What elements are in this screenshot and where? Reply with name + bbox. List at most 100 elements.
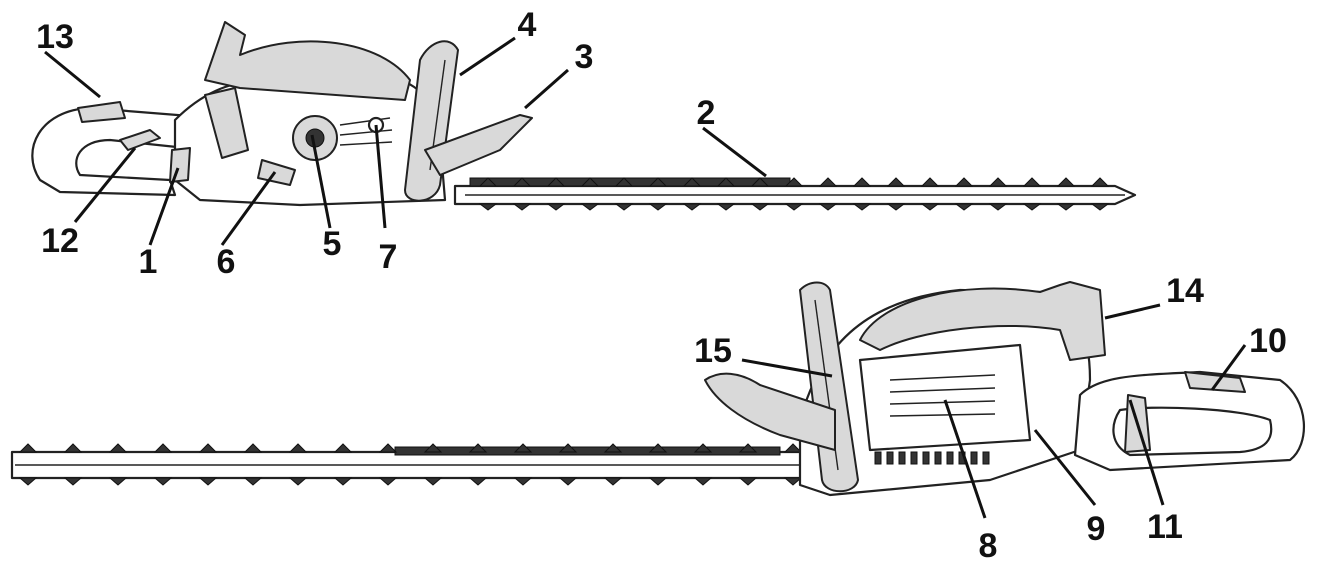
blade-tooth xyxy=(1022,203,1042,211)
blade-tooth xyxy=(198,477,218,486)
blade-tooth xyxy=(614,177,634,187)
blade-tooth xyxy=(784,177,804,187)
blade-tooth xyxy=(333,443,353,453)
callout-11: 11 xyxy=(1147,508,1183,546)
callout-6: 6 xyxy=(217,243,236,281)
callout-3: 3 xyxy=(575,38,594,76)
vent-slot xyxy=(874,451,882,465)
blade-tooth xyxy=(682,203,702,211)
blade-tooth xyxy=(546,177,566,187)
blade-tooth xyxy=(852,177,872,187)
blade-tooth xyxy=(558,477,578,486)
vent-slot xyxy=(934,451,942,465)
blade-tooth xyxy=(648,443,668,453)
callout-9: 9 xyxy=(1087,510,1106,548)
vent-slot xyxy=(946,451,954,465)
blade-tooth xyxy=(988,177,1008,187)
side-panel-bottom xyxy=(858,343,1032,452)
callout-12: 12 xyxy=(41,222,79,260)
vent-slot xyxy=(886,451,894,465)
blade-tooth xyxy=(648,477,668,486)
blade-tooth xyxy=(693,477,713,486)
blade-tooth xyxy=(783,477,803,486)
blade-tooth xyxy=(378,477,398,486)
callout-7: 7 xyxy=(379,238,398,276)
blade-tooth xyxy=(716,203,736,211)
blade-tooth xyxy=(198,443,218,453)
hand-guard-bottom xyxy=(799,281,859,493)
blade-tooth xyxy=(243,443,263,453)
blade-tooth xyxy=(693,443,713,453)
blade-bottom xyxy=(10,443,832,486)
blade-tooth xyxy=(153,443,173,453)
blade-tooth xyxy=(333,477,353,486)
blade-tooth xyxy=(954,203,974,211)
callout-13: 13 xyxy=(36,18,74,56)
blade-tooth xyxy=(1056,177,1076,187)
blade-tooth xyxy=(378,443,398,453)
blade-tooth xyxy=(818,203,838,211)
top-cover-top xyxy=(204,21,411,101)
blade-tooth xyxy=(988,203,1008,211)
blade-tooth xyxy=(603,477,623,486)
callout-8: 8 xyxy=(979,527,998,565)
blade-tooth xyxy=(423,443,443,453)
front-handle-top xyxy=(424,114,533,176)
blade-tooth xyxy=(63,477,83,486)
blade-tooth xyxy=(750,203,770,211)
blade-tooth xyxy=(580,177,600,187)
blade-tooth xyxy=(648,177,668,187)
blade-tooth xyxy=(108,443,128,453)
callout-labels: 1 2 3 4 5 6 7 8 9 10 11 12 13 14 15 xyxy=(36,6,1287,565)
trimmer-view-top xyxy=(31,21,1137,211)
blade-tooth xyxy=(423,477,443,486)
blade-tooth xyxy=(750,177,770,187)
blade-tooth xyxy=(288,443,308,453)
blade-top xyxy=(453,177,1137,211)
callout-5: 5 xyxy=(323,225,342,263)
blade-tooth xyxy=(558,443,578,453)
blade-tooth xyxy=(478,203,498,211)
blade-tooth xyxy=(920,203,940,211)
callout-1: 1 xyxy=(139,243,158,281)
blade-tooth xyxy=(614,203,634,211)
callout-14: 14 xyxy=(1166,272,1204,310)
vent-slot xyxy=(922,451,930,465)
blade-tooth xyxy=(1022,177,1042,187)
blade-tooth xyxy=(243,477,263,486)
front-handle-bottom xyxy=(704,372,836,451)
callout-4: 4 xyxy=(518,6,537,44)
blade-tooth xyxy=(468,443,488,453)
leader-lines xyxy=(44,36,1247,519)
blade-tooth xyxy=(648,203,668,211)
blade-tooth xyxy=(738,443,758,453)
top-cover-bottom xyxy=(859,281,1106,361)
trimmer-view-bottom xyxy=(10,281,1306,497)
blade-tooth xyxy=(513,443,533,453)
callout-2: 2 xyxy=(697,94,716,132)
blade-tooth xyxy=(1090,177,1110,187)
blade-tooth xyxy=(513,477,533,486)
callout-15: 15 xyxy=(694,332,732,370)
blade-tooth xyxy=(886,177,906,187)
blade-tooth xyxy=(1056,203,1076,211)
blade-tooth xyxy=(852,203,872,211)
vent-slot xyxy=(982,451,990,465)
blade-tooth xyxy=(682,177,702,187)
blade-tooth xyxy=(18,443,38,453)
blade-tooth xyxy=(108,477,128,486)
vent-slot xyxy=(910,451,918,465)
blade-tooth xyxy=(478,177,498,187)
blade-tooth xyxy=(512,203,532,211)
blade-tooth xyxy=(954,177,974,187)
vent-slots-bottom xyxy=(889,374,996,417)
blade-tooth xyxy=(603,443,623,453)
blade-tooth xyxy=(18,477,38,486)
blade-tooth xyxy=(784,203,804,211)
blade-tooth xyxy=(738,477,758,486)
blade-tooth xyxy=(153,477,173,486)
blade-tooth xyxy=(546,203,566,211)
blade-tooth xyxy=(886,203,906,211)
blade-tooth xyxy=(63,443,83,453)
blade-tooth xyxy=(288,477,308,486)
